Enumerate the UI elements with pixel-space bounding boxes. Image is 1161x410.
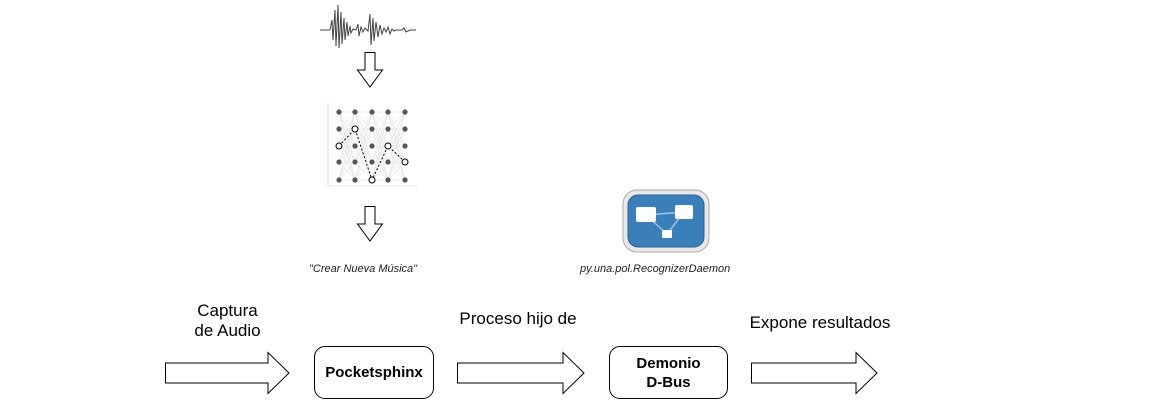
lattice-edge [387,128,406,181]
right-arrow-icon [751,351,878,395]
lattice-node [352,109,358,115]
lattice-node [336,109,342,115]
dbus-object-path: py.una.pol.RecognizerDaemon [580,263,731,275]
lattice-edge [354,111,373,181]
dbus-daemon-label-line1: Demonio [636,354,701,372]
lattice-graph-icon [327,103,418,187]
capture-audio-label: Captura de Audio [170,301,285,341]
lattice-edge [371,111,389,147]
lattice-edge [338,111,356,147]
lattice-node [352,177,358,183]
lattice-edge [338,111,356,130]
down-arrow-icon [356,52,384,88]
lattice-edge [338,145,356,181]
lattice-node [336,177,342,183]
lattice-edge [387,111,406,163]
lattice-edge [338,161,356,181]
lattice-edge [387,111,406,181]
lattice-edge [387,111,406,147]
waveform-icon [320,4,416,49]
child-process-label: Proceso hijo de [459,309,577,328]
lattice-edge [338,128,356,181]
lattice-edge [371,161,389,181]
expose-results-label: Expone resultados [749,313,891,332]
lattice-edge [371,111,389,130]
lattice-node [352,143,358,149]
lattice-edge [387,145,406,181]
lattice-edge [354,111,373,147]
lattice-node [402,109,408,115]
lattice-node [385,159,391,165]
lattice-node [369,159,375,165]
down-arrow-icon [356,206,384,242]
lattice-edge [354,111,373,163]
capture-audio-label-line2: de Audio [194,321,261,340]
lattice-node [336,126,342,132]
lattice-node [402,143,408,149]
lattice-edge [354,111,373,130]
pocketsphinx-node: Pocketsphinx [314,346,434,399]
lattice-node [352,159,358,165]
lattice-edge [387,111,406,130]
lattice-node [369,109,375,115]
lattice-edge [354,161,373,181]
pocketsphinx-label: Pocketsphinx [325,364,423,381]
dbus-daemon-label-line2: D-Bus [646,373,691,391]
lattice-node [385,109,391,115]
lattice-node [402,126,408,132]
lattice-edge [371,128,389,181]
recognized-phrase: "Crear Nueva Música" [309,263,418,275]
lattice-edge [338,111,356,181]
lattice-edge [354,145,373,181]
dbus-logo-icon [622,189,710,253]
lattice-node [369,143,375,149]
lattice-node [402,177,408,183]
lattice-edge [354,128,373,181]
dbus-daemon-node: Demonio D-Bus [609,346,728,399]
capture-audio-label-line1: Captura [197,301,258,320]
lattice-edge [371,111,389,163]
lattice-node [385,126,391,132]
lattice-node [336,159,342,165]
lattice-node [385,177,391,183]
lattice-edge [387,161,406,181]
right-arrow-icon [457,351,585,395]
right-arrow-icon [165,351,290,395]
lattice-node [369,126,375,132]
lattice-edge [371,111,389,181]
